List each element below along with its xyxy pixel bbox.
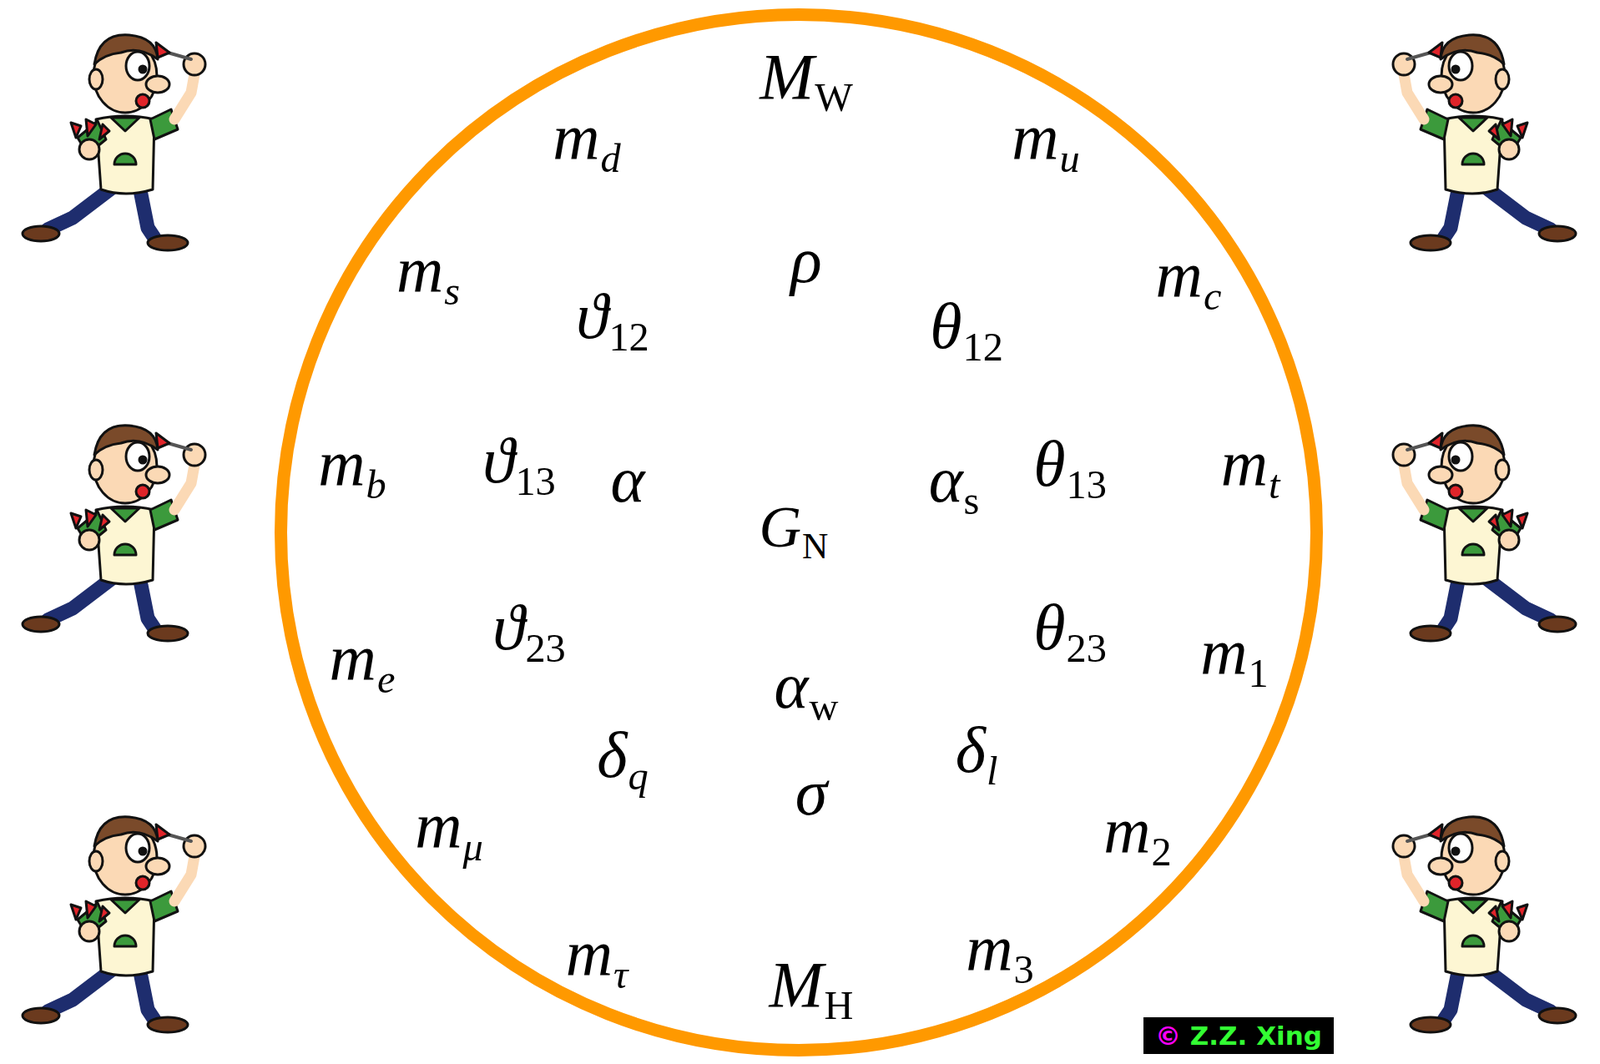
symbol-subscript: e — [377, 656, 395, 702]
symbol-subscript: 23 — [1065, 625, 1106, 671]
symbol-subscript: w — [808, 684, 838, 729]
symbol-base: m — [1155, 238, 1203, 312]
symbol-base: m — [1221, 427, 1268, 500]
symbol-base: G — [759, 494, 803, 560]
symbol-subscript: H — [824, 983, 854, 1028]
parameter-symbol: me — [329, 625, 396, 692]
symbol-base: m — [396, 233, 444, 307]
symbol-base: α — [928, 443, 964, 516]
parameter-symbol: mτ — [565, 921, 629, 987]
parameter-symbol: mb — [317, 431, 386, 497]
symbol-subscript: s — [444, 268, 460, 313]
symbol-subscript: 1 — [1248, 651, 1269, 696]
parameter-symbol: mu — [1011, 105, 1080, 171]
parameter-symbol: θ23 — [1033, 595, 1107, 661]
parameter-symbol: ϑ23 — [492, 595, 566, 661]
symbol-base: δ — [596, 718, 627, 792]
parameter-symbol: ms — [396, 237, 460, 303]
symbol-subscript: 13 — [514, 459, 556, 504]
symbol-subscript: s — [964, 478, 980, 523]
symbol-base: θ — [1033, 590, 1065, 664]
symbol-base: m — [1200, 615, 1247, 689]
parameter-symbol: ρ — [790, 227, 822, 293]
symbol-base: m — [565, 917, 613, 990]
symbol-subscript: c — [1203, 273, 1222, 318]
parameter-symbol: mμ — [414, 793, 484, 859]
parameter-symbol: m3 — [965, 916, 1034, 982]
parameter-symbol: θ13 — [1033, 431, 1107, 497]
symbol-subscript: d — [600, 136, 621, 181]
symbol-subscript: q — [628, 753, 649, 798]
parameter-symbol: αs — [928, 447, 980, 513]
symbol-base: m — [1011, 100, 1059, 174]
symbol-base: m — [1103, 794, 1151, 868]
dart-player — [1393, 35, 1576, 251]
dart-player — [22, 35, 206, 251]
author-name: Z.Z. Xing — [1181, 1020, 1323, 1051]
copyright-box: © Z.Z. Xing — [1143, 1017, 1334, 1055]
symbol-subscript: b — [366, 462, 387, 507]
dart-player — [1393, 425, 1576, 642]
parameter-symbol: δl — [955, 717, 999, 783]
parameter-symbol: MH — [769, 952, 854, 1018]
symbol-subscript: 12 — [962, 324, 1003, 369]
dart-player — [1393, 817, 1576, 1033]
symbol-subscript: μ — [463, 824, 484, 869]
symbol-base: θ — [929, 289, 962, 363]
symbol-base: m — [965, 912, 1013, 985]
parameter-symbol: mc — [1155, 242, 1222, 308]
symbol-subscript: N — [802, 525, 828, 566]
symbol-subscript: l — [986, 748, 998, 793]
symbol-subscript: 13 — [1065, 462, 1106, 507]
dart-player — [22, 817, 206, 1033]
parameter-symbol: θ12 — [929, 293, 1004, 359]
symbol-base: θ — [1033, 427, 1065, 500]
symbol-subscript: 3 — [1014, 947, 1035, 992]
symbol-base: m — [414, 789, 462, 863]
outer-ring: GNααsαwMWmumcmtm1m2m3MHmτmμmembmsmdρθ12θ… — [274, 8, 1323, 1057]
symbol-base: m — [552, 100, 600, 174]
parameter-symbol: ϑ13 — [482, 428, 556, 494]
symbol-base: ρ — [790, 223, 822, 297]
symbol-base: M — [759, 40, 814, 113]
parameter-symbol: ϑ12 — [575, 283, 650, 349]
parameter-symbol: MW — [759, 44, 853, 110]
symbol-subscript: τ — [613, 952, 628, 997]
parameter-symbol: mt — [1221, 431, 1281, 497]
symbol-base: δ — [955, 713, 986, 787]
symbol-base: m — [317, 427, 365, 500]
parameter-symbol: m2 — [1103, 798, 1171, 864]
symbol-subscript: 12 — [608, 314, 649, 359]
parameter-symbol: δq — [596, 722, 648, 788]
symbol-base: ϑ — [482, 423, 515, 497]
symbol-base: α — [610, 443, 646, 516]
symbol-base: M — [769, 948, 824, 1021]
symbol-base: α — [774, 649, 809, 722]
outer-ring-circle — [281, 15, 1318, 1051]
parameter-symbol: GN — [759, 498, 829, 557]
symbol-base: ϑ — [575, 279, 608, 353]
symbol-base: m — [329, 621, 377, 695]
symbol-base: σ — [795, 756, 828, 829]
copyright-text: © Z.Z. Xing — [1155, 1021, 1323, 1050]
parameter-symbol: σ — [795, 760, 828, 826]
symbol-subscript: W — [814, 75, 853, 120]
symbol-base: ϑ — [492, 590, 525, 664]
dart-player — [22, 425, 206, 642]
symbol-subscript: t — [1268, 462, 1280, 507]
copyright-sign: © — [1155, 1020, 1182, 1051]
symbol-subscript: u — [1059, 136, 1081, 181]
parameter-symbol: αw — [774, 653, 839, 719]
symbol-subscript: 23 — [524, 625, 566, 671]
parameter-symbol: md — [552, 105, 621, 171]
parameter-symbol: α — [610, 447, 646, 513]
symbol-subscript: 2 — [1151, 829, 1172, 874]
parameter-symbol: m1 — [1200, 620, 1268, 686]
